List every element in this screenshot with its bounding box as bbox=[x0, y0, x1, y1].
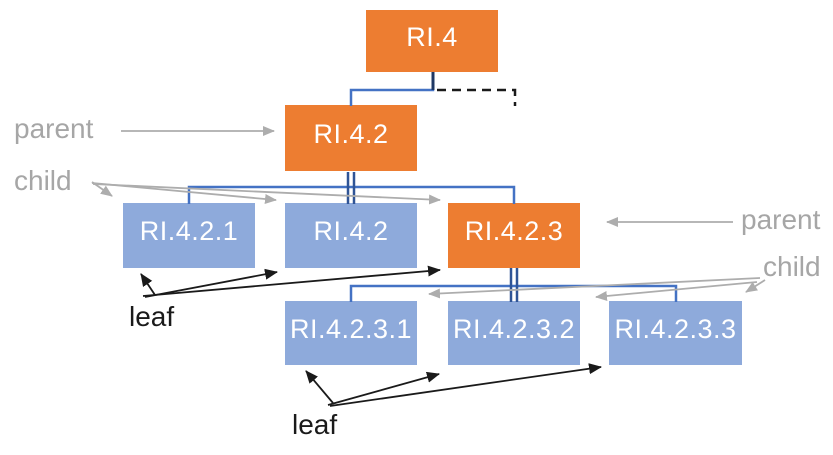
connector-root-to-ri-4-2 bbox=[349, 72, 435, 106]
child-right-arrows bbox=[428, 277, 766, 301]
label-leaf-bottom: leaf bbox=[292, 409, 338, 440]
node-ri-4-2-parent: RI.4.2 bbox=[285, 105, 417, 171]
node-ri-4-2-3-1: RI.4.2.3.1 bbox=[285, 301, 417, 365]
label-parent-right: parent bbox=[741, 204, 821, 235]
connector-dashed-phantom-branch bbox=[437, 88, 517, 106]
label-child-right: child bbox=[763, 251, 821, 282]
node-ri-4-2-child: RI.4.2 bbox=[285, 203, 417, 268]
node-ri-4-2-3-2: RI.4.2.3.2 bbox=[448, 301, 580, 365]
node-ri-4-2-1: RI.4.2.1 bbox=[123, 203, 255, 268]
node-ri-4: RI.4 bbox=[366, 10, 498, 72]
connector-ri-4-2-children bbox=[187, 172, 516, 204]
child-left-arrows bbox=[91, 181, 441, 205]
node-ri-4-2-3: RI.4.2.3 bbox=[448, 203, 580, 268]
leaf-left-arrows bbox=[140, 265, 441, 298]
connector-ri-4-2-3-children bbox=[349, 268, 678, 302]
label-leaf-left: leaf bbox=[129, 301, 175, 332]
node-ri-4-2-3-3: RI.4.2.3.3 bbox=[609, 301, 742, 365]
label-parent-left: parent bbox=[14, 113, 94, 144]
leaf-bottom-arrows bbox=[305, 363, 602, 407]
label-child-left: child bbox=[14, 165, 72, 196]
